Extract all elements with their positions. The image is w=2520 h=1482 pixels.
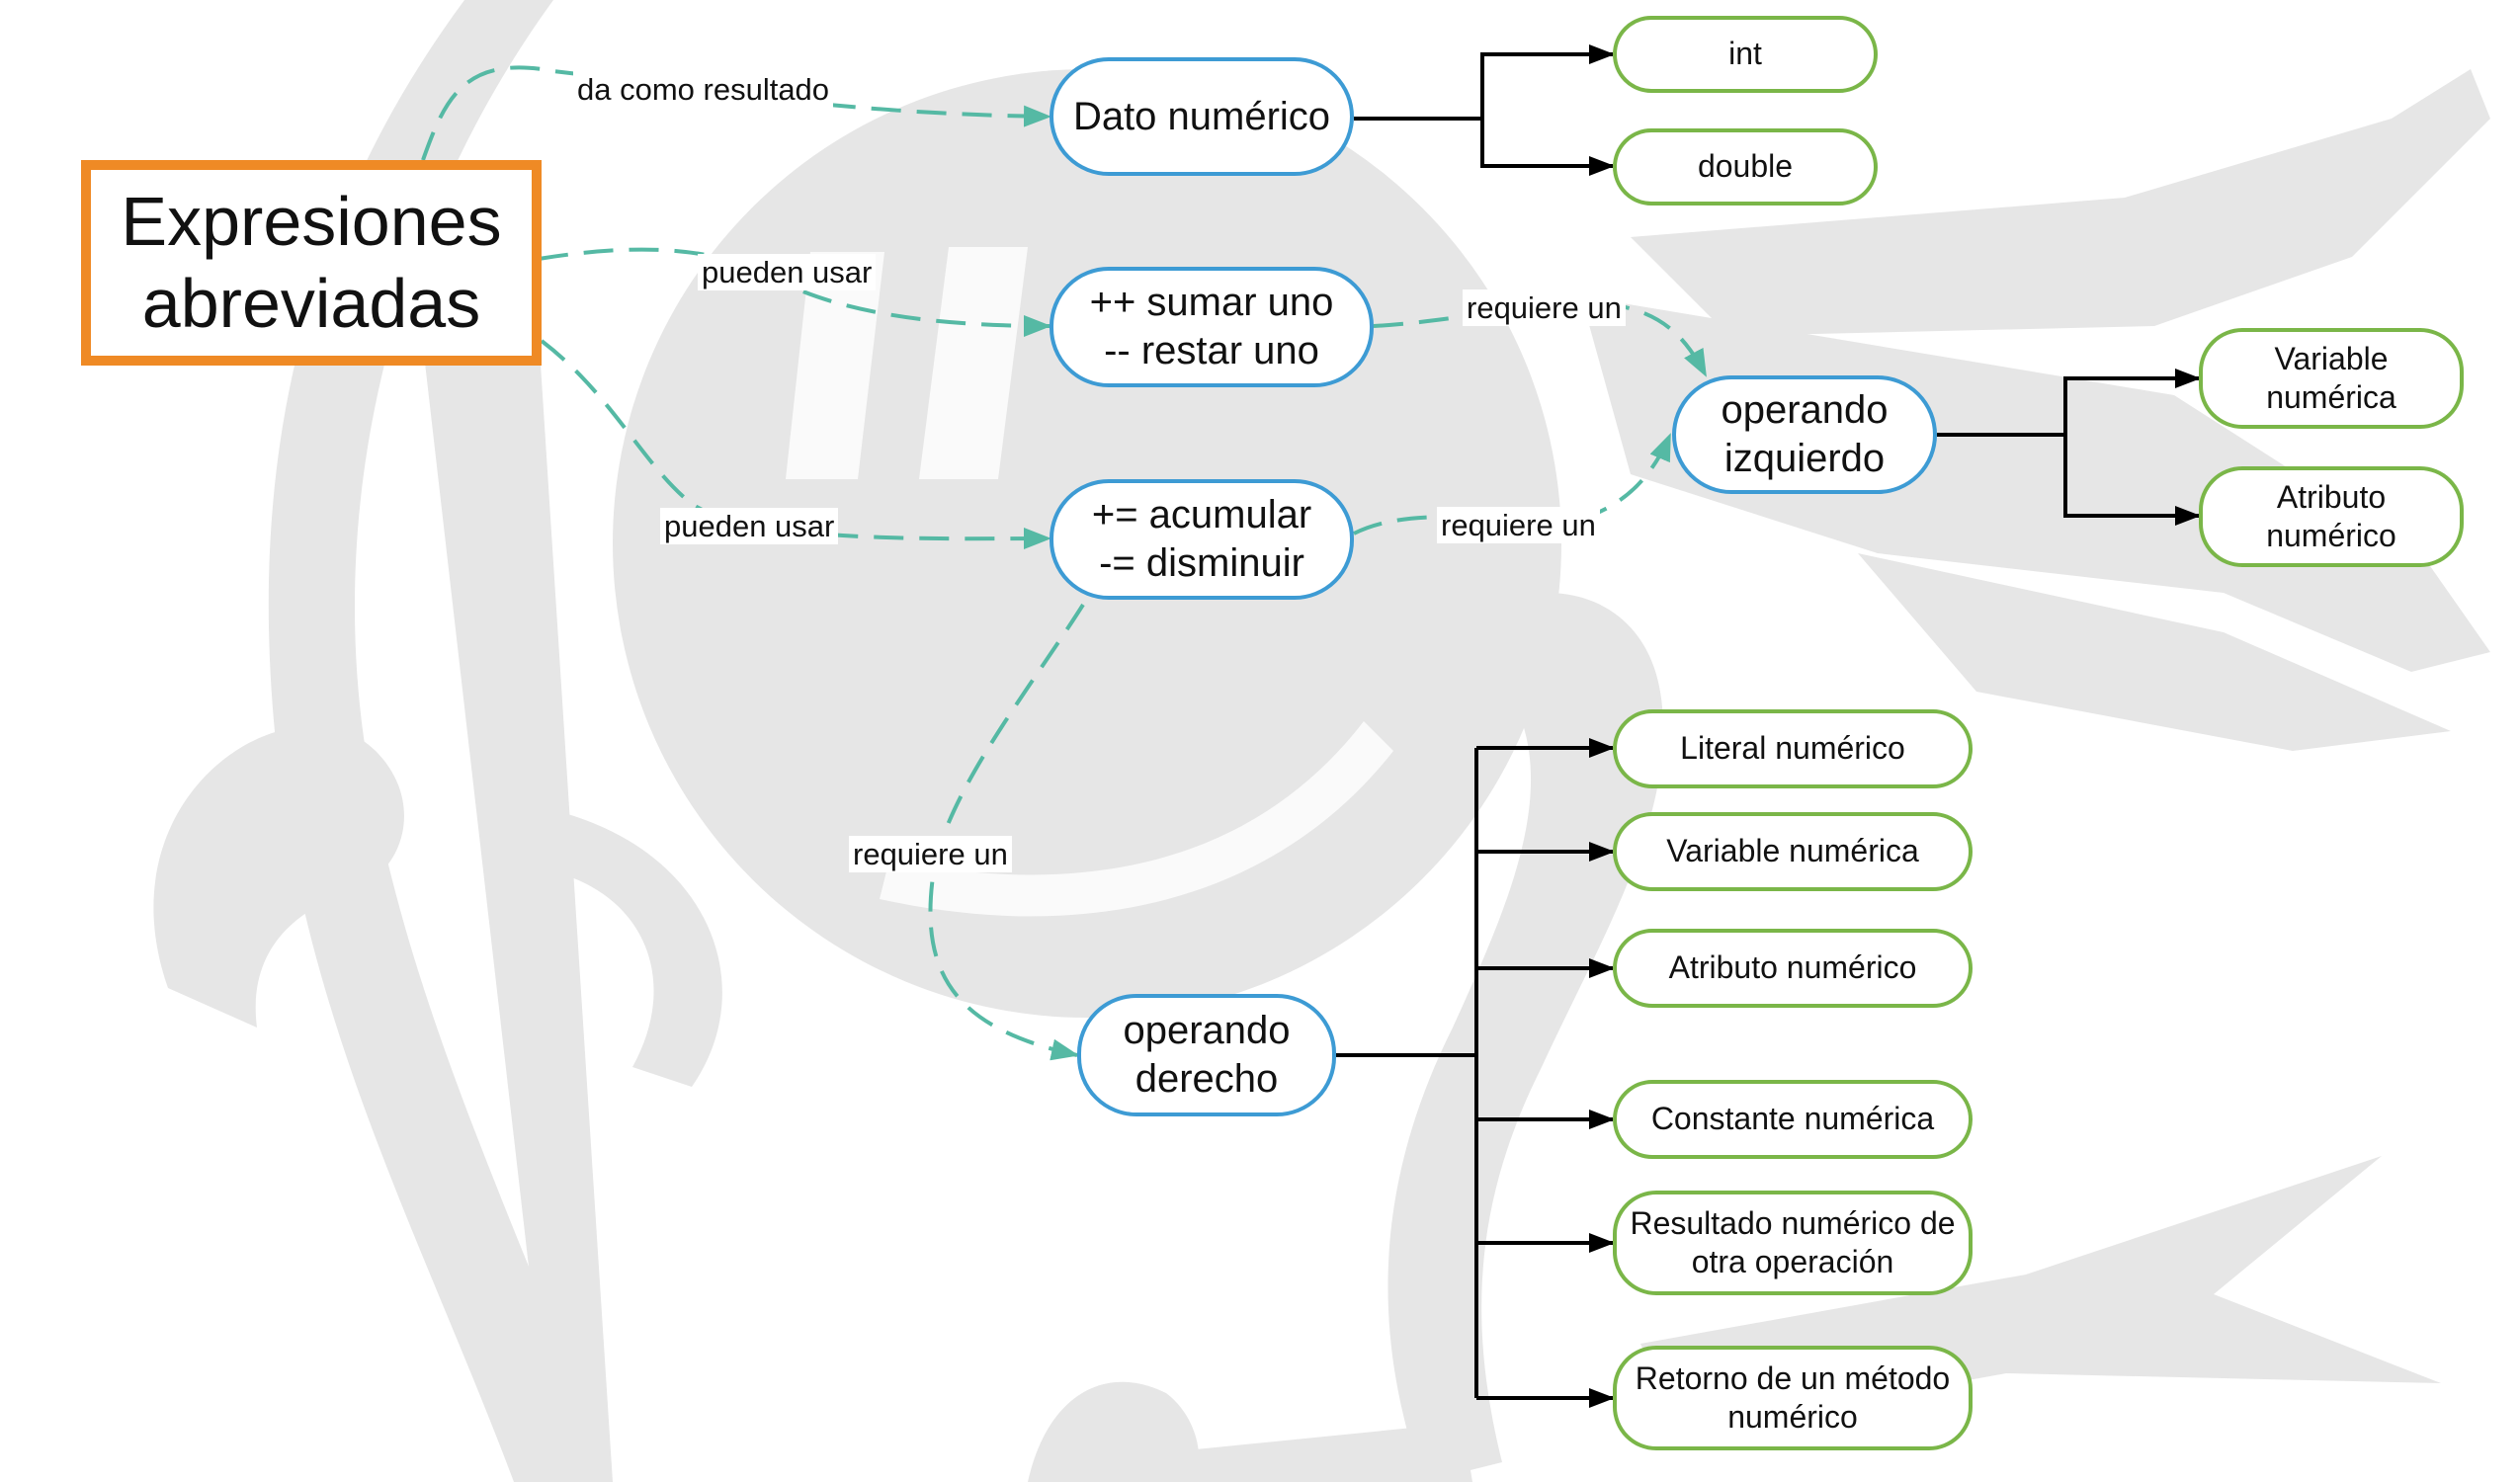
leaf-literal-numerico: Literal numérico xyxy=(1613,709,1973,788)
node-operando-izquierdo-line1: operando xyxy=(1721,388,1889,433)
node-acumular-label: += acumular xyxy=(1091,493,1312,537)
leaf-constante-label: Constante numérica xyxy=(1650,1101,1935,1137)
edge-requiere2 xyxy=(1353,433,1672,535)
leaf-int: int xyxy=(1613,16,1878,93)
leaf-resultado-line1: Resultado numérico de xyxy=(1630,1204,1956,1241)
leaf-der-atributo-label: Atributo numérico xyxy=(1668,949,1917,986)
node-operando-izquierdo: operando izquierdo xyxy=(1672,375,1937,494)
leaf-izq-variable-numerica: Variable numérica xyxy=(2199,328,2464,429)
node-operando-derecho-line1: operando xyxy=(1123,1009,1291,1053)
node-dato-numerico-label: Dato numérico xyxy=(1072,94,1331,138)
leaf-izq-variable-line1: Variable xyxy=(2274,340,2389,376)
node-sumar-restar: ++ sumar uno -- restar uno xyxy=(1050,267,1374,387)
main-topic-line2: abreviadas xyxy=(141,265,481,342)
node-operando-derecho-line2: derecho xyxy=(1134,1057,1279,1101)
leaf-literal-label: Literal numérico xyxy=(1680,730,1905,767)
edge-dato-double xyxy=(1480,119,1615,176)
leaf-double-label: double xyxy=(1697,148,1794,185)
label-pueden-usar-2: pueden usar xyxy=(660,508,839,545)
leaf-izq-atributo-line2: numérico xyxy=(2266,518,2396,553)
edge-izq-var xyxy=(1937,369,2201,437)
leaf-resultado-otra-operacion: Resultado numérico de otra operación xyxy=(1613,1191,1973,1295)
edge-izq-attr xyxy=(2063,435,2201,526)
leaf-constante-numerica: Constante numérica xyxy=(1613,1080,1973,1159)
leaf-der-atributo-numerico: Atributo numérico xyxy=(1613,929,1973,1008)
label-da-como-resultado: da como resultado xyxy=(573,71,834,109)
main-topic-line1: Expresiones xyxy=(121,182,502,260)
node-sumar-label: ++ sumar uno xyxy=(1089,281,1334,325)
leaf-double: double xyxy=(1613,128,1878,206)
edge-requiere3 xyxy=(928,603,1085,1061)
leaf-der-variable-label: Variable numérica xyxy=(1666,833,1919,869)
leaf-der-variable-numerica: Variable numérica xyxy=(1613,812,1973,891)
node-dato-numerico: Dato numérico xyxy=(1050,57,1354,176)
node-operando-derecho: operando derecho xyxy=(1077,994,1336,1116)
leaf-izq-atributo-line1: Atributo xyxy=(2276,478,2387,515)
node-operando-izquierdo-line2: izquierdo xyxy=(1723,437,1886,480)
label-requiere-un-3: requiere un xyxy=(849,836,1012,873)
label-pueden-usar-1: pueden usar xyxy=(698,254,877,291)
label-requiere-un-2: requiere un xyxy=(1437,507,1600,544)
leaf-int-label: int xyxy=(1728,36,1762,72)
node-disminuir-label: -= disminuir xyxy=(1099,541,1304,585)
node-acumular-disminuir: += acumular -= disminuir xyxy=(1050,479,1354,600)
leaf-izq-variable-line2: numérica xyxy=(2266,379,2396,415)
edge-dato-int xyxy=(1354,44,1615,121)
node-restar-label: -- restar uno xyxy=(1104,329,1319,372)
leaf-retorno-line1: Retorno de un método xyxy=(1635,1359,1951,1396)
label-requiere-un-1: requiere un xyxy=(1463,289,1626,327)
leaf-retorno-metodo: Retorno de un método numérico xyxy=(1613,1346,1973,1450)
leaf-resultado-line2: otra operación xyxy=(1691,1244,1894,1279)
leaf-izq-atributo-numerico: Atributo numérico xyxy=(2199,466,2464,567)
main-topic-box: Expresiones abreviadas xyxy=(81,160,542,366)
leaf-retorno-line2: numérico xyxy=(1727,1399,1858,1435)
